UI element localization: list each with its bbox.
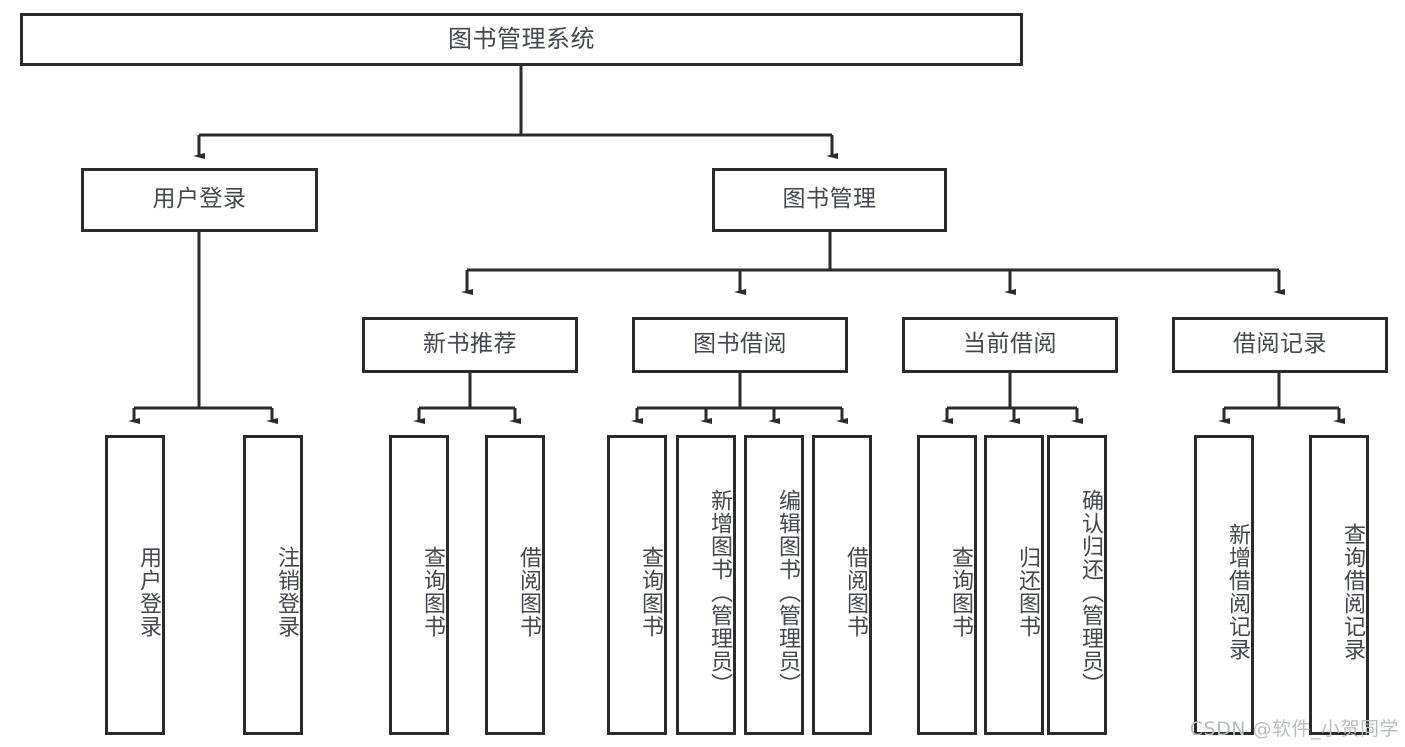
leaf-label: 借阅图书 xyxy=(843,546,868,638)
leaf-edit-book-admin[interactable]: 编辑图书（管理员） xyxy=(744,435,804,735)
leaf-query-borrow-record[interactable]: 查询借阅记录 xyxy=(1309,435,1369,735)
leaf-label: 查询图书 xyxy=(638,546,663,638)
leaf-return-book[interactable]: 归还图书 xyxy=(984,435,1044,735)
leaf-query-book-recommend[interactable]: 查询图书 xyxy=(389,435,449,735)
leaf-query-book-borrow[interactable]: 查询图书 xyxy=(607,435,667,735)
leaf-borrow-book-recommend[interactable]: 借阅图书 xyxy=(485,435,545,735)
node-current-borrow[interactable]: 当前借阅 xyxy=(902,317,1118,373)
leaf-add-borrow-record[interactable]: 新增借阅记录 xyxy=(1194,435,1254,735)
leaf-logout[interactable]: 注销登录 xyxy=(243,435,303,735)
leaf-label: 编辑图书（管理员） xyxy=(775,488,800,696)
leaf-label: 借阅图书 xyxy=(516,546,541,638)
node-user-login[interactable]: 用户登录 xyxy=(81,168,318,232)
leaf-label: 查询图书 xyxy=(420,546,445,638)
node-new-book-recommend[interactable]: 新书推荐 xyxy=(362,317,578,373)
leaf-label: 查询图书 xyxy=(948,546,973,638)
node-book-management[interactable]: 图书管理 xyxy=(712,168,947,232)
node-root-system[interactable]: 图书管理系统 xyxy=(20,13,1023,66)
leaf-label: 注销登录 xyxy=(274,546,299,638)
leaf-user-login[interactable]: 用户登录 xyxy=(105,435,165,735)
leaf-label: 归还图书 xyxy=(1015,546,1040,638)
leaf-label: 新增图书（管理员） xyxy=(707,488,732,696)
leaf-label: 确认归还（管理员） xyxy=(1078,488,1103,696)
leaf-add-book-admin[interactable]: 新增图书（管理员） xyxy=(676,435,736,735)
watermark-text: CSDN @软件_小贺同学 xyxy=(1189,718,1399,740)
leaf-label: 查询借阅记录 xyxy=(1340,523,1365,661)
leaf-borrow-book[interactable]: 借阅图书 xyxy=(812,435,872,735)
leaf-label: 用户登录 xyxy=(136,546,161,638)
node-borrow-record[interactable]: 借阅记录 xyxy=(1172,317,1388,373)
leaf-query-book-current[interactable]: 查询图书 xyxy=(917,435,977,735)
leaf-label: 新增借阅记录 xyxy=(1225,523,1250,661)
node-book-borrow[interactable]: 图书借阅 xyxy=(632,317,848,373)
leaf-confirm-return-admin[interactable]: 确认归还（管理员） xyxy=(1047,435,1107,735)
